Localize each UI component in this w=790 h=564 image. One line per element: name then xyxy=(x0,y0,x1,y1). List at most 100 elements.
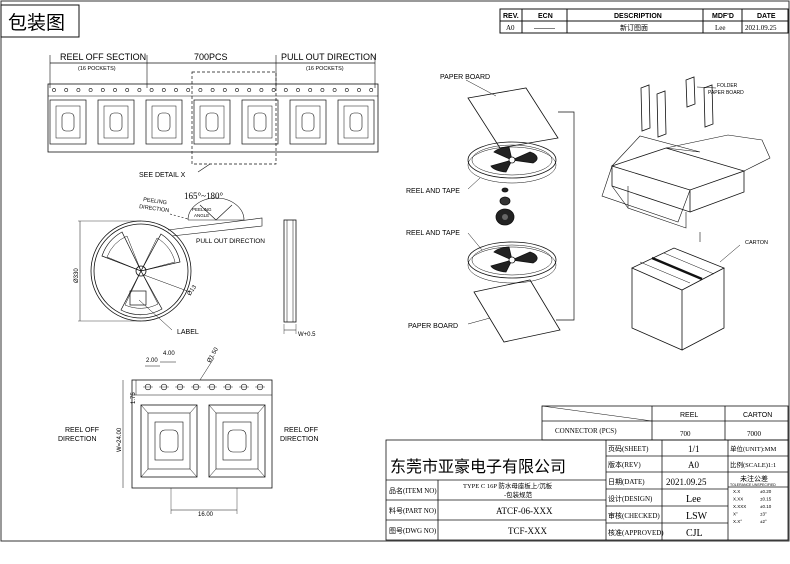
sprocket-hole xyxy=(161,88,166,92)
paper-board-top-label: PAPER BOARD xyxy=(440,74,490,81)
pocket-connector xyxy=(61,112,75,132)
detail-sprocket-holes xyxy=(143,383,265,391)
sprocket-hole xyxy=(308,88,313,92)
reel-off-direction-left-1: REEL OFF xyxy=(65,427,99,434)
dwg-label: 图号(DWG NO) xyxy=(389,527,437,535)
pocket-connector xyxy=(205,112,219,132)
reel-width-label: W+0.5 xyxy=(298,332,316,338)
sprocket-hole xyxy=(247,88,252,92)
sprocket-hole xyxy=(100,88,105,92)
part-label: 料号(PART NO) xyxy=(389,506,437,515)
tolerance-key: X° xyxy=(733,512,738,517)
reel-side-view xyxy=(283,219,297,334)
carton-label: CARTON xyxy=(745,240,768,246)
sprocket-hole xyxy=(320,88,325,92)
approved-label: 核准(APPROVED) xyxy=(608,528,664,537)
reel-front-view xyxy=(78,217,263,331)
tolerance-rows: X.X±0.20X.XX±0.15X.XXX±0.10X°±3°X.X°±2° xyxy=(733,489,772,524)
tape-pocket xyxy=(193,99,231,145)
angle-range-label: 165°~180° xyxy=(184,191,223,201)
tape-pocket xyxy=(289,99,327,145)
revision-table: REV. ECN DESCRIPTION MDF'D DATE A0 ——— 新… xyxy=(499,8,789,34)
pocket-connector xyxy=(109,112,123,132)
tape-pockets xyxy=(49,99,375,145)
reel-off-direction-left-2: DIRECTION xyxy=(58,436,97,443)
peeling-direction-label-2: DIRECTION xyxy=(139,204,170,214)
sprocket-hole xyxy=(149,88,154,92)
sprocket-hole xyxy=(64,88,69,92)
pocket-cavity xyxy=(55,105,81,139)
dim-200-label: 2.00 xyxy=(146,358,158,364)
pocket-cavity xyxy=(343,105,369,139)
see-detail-label: SEE DETAIL X xyxy=(139,172,186,179)
qty-header-carton: CARTON xyxy=(743,412,772,419)
qty-header-reel: REEL xyxy=(680,412,698,419)
peeling-angle-indicator xyxy=(169,197,245,221)
pull-out-direction-label-top: PULL OUT DIRECTION xyxy=(281,52,377,62)
pocket-cavity xyxy=(247,105,273,139)
sprocket-hole xyxy=(88,88,93,92)
reel-diameter-label: Ø330 xyxy=(74,268,80,283)
scale-label: 比例(SCALE)1:1 xyxy=(730,460,776,469)
dim-175-label: 1.75 xyxy=(131,392,137,404)
item-value-line2: -包装规范 xyxy=(504,490,533,499)
tolerance-key: X.XXX xyxy=(733,504,746,509)
tape-detail-view xyxy=(122,357,273,514)
sprocket-hole xyxy=(76,88,81,92)
sprocket-hole xyxy=(198,88,203,92)
dim-1600-label: 16.00 xyxy=(198,512,214,518)
tape-pocket xyxy=(49,99,87,145)
folder-label-1: FOLDER xyxy=(717,83,738,89)
pocket-connector xyxy=(301,112,315,132)
date-value: 2021.09.25 xyxy=(666,477,707,487)
pocket-connector xyxy=(253,112,267,132)
approved-value: CJL xyxy=(686,528,703,539)
pocket-connector xyxy=(157,112,171,132)
title-block xyxy=(385,439,789,541)
peeling-angle-label-1: PEELING xyxy=(192,207,212,212)
rev-header-date: DATE xyxy=(757,13,776,20)
sprocket-hole xyxy=(52,88,56,92)
sprocket-hole xyxy=(113,88,117,92)
tolerance-title: 未注公差 xyxy=(740,474,768,483)
folder-label-2: PAPER BOARD xyxy=(708,90,744,96)
reel-hub-label: Ø13 xyxy=(187,284,199,297)
sprocket-hole xyxy=(357,88,361,92)
sheet-border xyxy=(0,0,790,542)
tape-pocket xyxy=(97,99,135,145)
sprocket-holes xyxy=(52,88,374,92)
unit-label: 单位(UNIT):MM xyxy=(730,444,776,453)
reel-off-section-label: REEL OFF SECTION xyxy=(60,52,146,62)
reel-off-direction-right-2: DIRECTION xyxy=(280,436,319,443)
pocket-cavity xyxy=(295,105,321,139)
tolerance-subtitle: TOLERANCE UNSPECIFIED xyxy=(730,483,776,487)
sprocket-hole xyxy=(259,88,264,92)
see-detail-leader xyxy=(197,163,211,173)
rev-cell-rev: A0 xyxy=(506,24,515,32)
pocket-connector xyxy=(349,112,363,132)
dim-150-label: Ø1.50 xyxy=(207,346,221,364)
sprocket-hole xyxy=(186,88,191,92)
rev-header-mdfd: MDF'D xyxy=(712,13,734,20)
rev-header-ecn: ECN xyxy=(538,13,553,20)
packing-stack xyxy=(465,79,575,343)
design-label: 设计(DESIGN) xyxy=(608,494,653,503)
tape-pocket xyxy=(241,99,279,145)
tolerance-key: X.X xyxy=(733,489,740,494)
checked-value: LSW xyxy=(686,511,708,522)
part-value: ATCF-06-XXX xyxy=(496,506,553,516)
sprocket-hole xyxy=(332,88,337,92)
peeling-angle-label-2: ANGLE xyxy=(194,213,209,218)
pull-out-direction-label-reel: PULL OUT DIRECTION xyxy=(196,238,265,245)
tolerance-value: ±0.15 xyxy=(760,497,772,502)
sprocket-hole xyxy=(369,88,374,92)
title-box xyxy=(0,4,80,38)
rev-label: 版本(REV) xyxy=(608,460,641,469)
reel-and-tape-label-2: REEL AND TAPE xyxy=(406,230,460,237)
tolerance-value: ±0.10 xyxy=(760,504,772,509)
item-value-line1: TYPE C 16P 防水母座板上/沉板 xyxy=(463,481,553,490)
sprocket-hole xyxy=(235,88,239,92)
tape-pocket xyxy=(337,99,375,145)
sprocket-hole xyxy=(125,88,130,92)
